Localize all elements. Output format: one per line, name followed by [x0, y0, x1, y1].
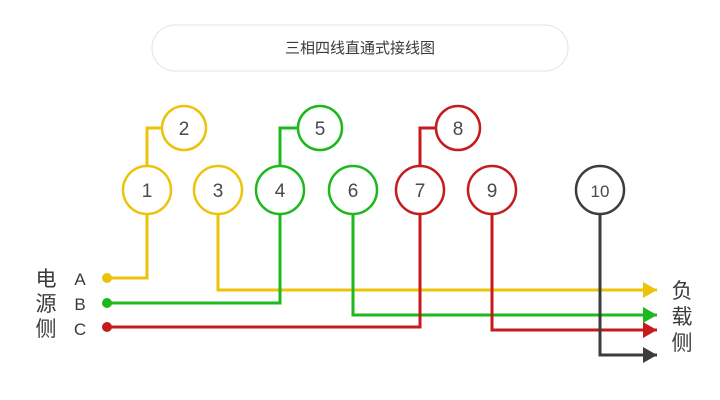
terminal-circle-7[interactable]: [394, 164, 446, 216]
terminal-label-3: 3: [213, 181, 224, 202]
terminal-label-1: 1: [142, 181, 153, 202]
source-side-label-char-1: 源: [36, 292, 57, 316]
terminal-label-2: 2: [179, 119, 190, 140]
wire-terminal-6-to-load-b: [351, 214, 657, 317]
load-arrow-A: [643, 282, 657, 298]
load-side-label-char-2: 侧: [672, 331, 693, 355]
load-arrow-layer: [643, 282, 657, 363]
source-phase-label-A: A: [74, 270, 86, 289]
terminal-circle-9[interactable]: [466, 164, 518, 216]
terminal-label-5: 5: [315, 119, 326, 140]
wire-source-b-to-terminal-4: [107, 214, 282, 305]
terminal-circle-layer: 1 2 3 4 5 6 7 8 9 10: [121, 104, 626, 216]
load-arrow-N: [643, 347, 657, 363]
page-title: 三相四线直通式接线图: [285, 40, 435, 57]
title-pill: [151, 24, 569, 72]
terminal-label-4: 4: [275, 181, 286, 202]
terminal-circle-4[interactable]: [254, 164, 306, 216]
terminal-circle-1[interactable]: [121, 164, 173, 216]
terminal-circle-6[interactable]: [327, 164, 379, 216]
source-phase-label-C: C: [74, 320, 86, 339]
wire-terminal-4-to-terminal-5: [278, 126, 298, 166]
terminal-9[interactable]: 9: [466, 164, 518, 216]
terminal-3[interactable]: 3: [192, 164, 244, 216]
wire-terminal-10-to-load-n: [598, 214, 657, 357]
load-arrow-B: [643, 307, 657, 323]
diagram-title: 三相四线直通式接线图: [151, 24, 569, 72]
terminal-circle-10[interactable]: [574, 164, 626, 216]
terminal-circle-8[interactable]: [434, 104, 482, 152]
terminal-2[interactable]: 2: [160, 104, 208, 152]
terminal-10[interactable]: 10: [574, 164, 626, 216]
source-terminal-dot-layer: [102, 273, 112, 332]
terminal-label-9: 9: [487, 181, 498, 202]
source-side-label-char-2: 侧: [36, 317, 57, 341]
source-dot-B: [102, 298, 112, 308]
load-side-label-char-0: 负: [672, 279, 693, 303]
load-side-label-char-1: 载: [672, 305, 693, 329]
terminal-label-10: 10: [591, 182, 610, 201]
terminal-label-6: 6: [348, 181, 359, 202]
wire-source-c-to-terminal-7: [107, 214, 422, 329]
terminal-6[interactable]: 6: [327, 164, 379, 216]
source-dot-A: [102, 273, 112, 283]
terminal-1[interactable]: 1: [121, 164, 173, 216]
terminal-label-7: 7: [415, 181, 426, 202]
source-phase-label-B: B: [74, 295, 85, 314]
terminal-7[interactable]: 7: [394, 164, 446, 216]
wire-terminal-9-to-load-c: [490, 214, 657, 332]
terminal-5[interactable]: 5: [296, 104, 344, 152]
wire-terminal-3-to-load-a: [216, 214, 657, 292]
wire-terminal-1-to-terminal-2: [145, 126, 162, 166]
terminal-circle-3[interactable]: [192, 164, 244, 216]
wire-source-a-to-terminal-1: [107, 214, 149, 280]
source-dot-C: [102, 322, 112, 332]
terminal-4[interactable]: 4: [254, 164, 306, 216]
wire-terminal-7-to-terminal-8: [418, 126, 436, 166]
wire-layer: [107, 126, 657, 357]
load-arrow-C: [643, 322, 657, 338]
terminal-circle-2[interactable]: [160, 104, 208, 152]
terminal-circle-5[interactable]: [296, 104, 344, 152]
terminal-8[interactable]: 8: [434, 104, 482, 152]
source-side-label-char-0: 电: [36, 267, 57, 291]
terminal-label-8: 8: [453, 119, 464, 140]
